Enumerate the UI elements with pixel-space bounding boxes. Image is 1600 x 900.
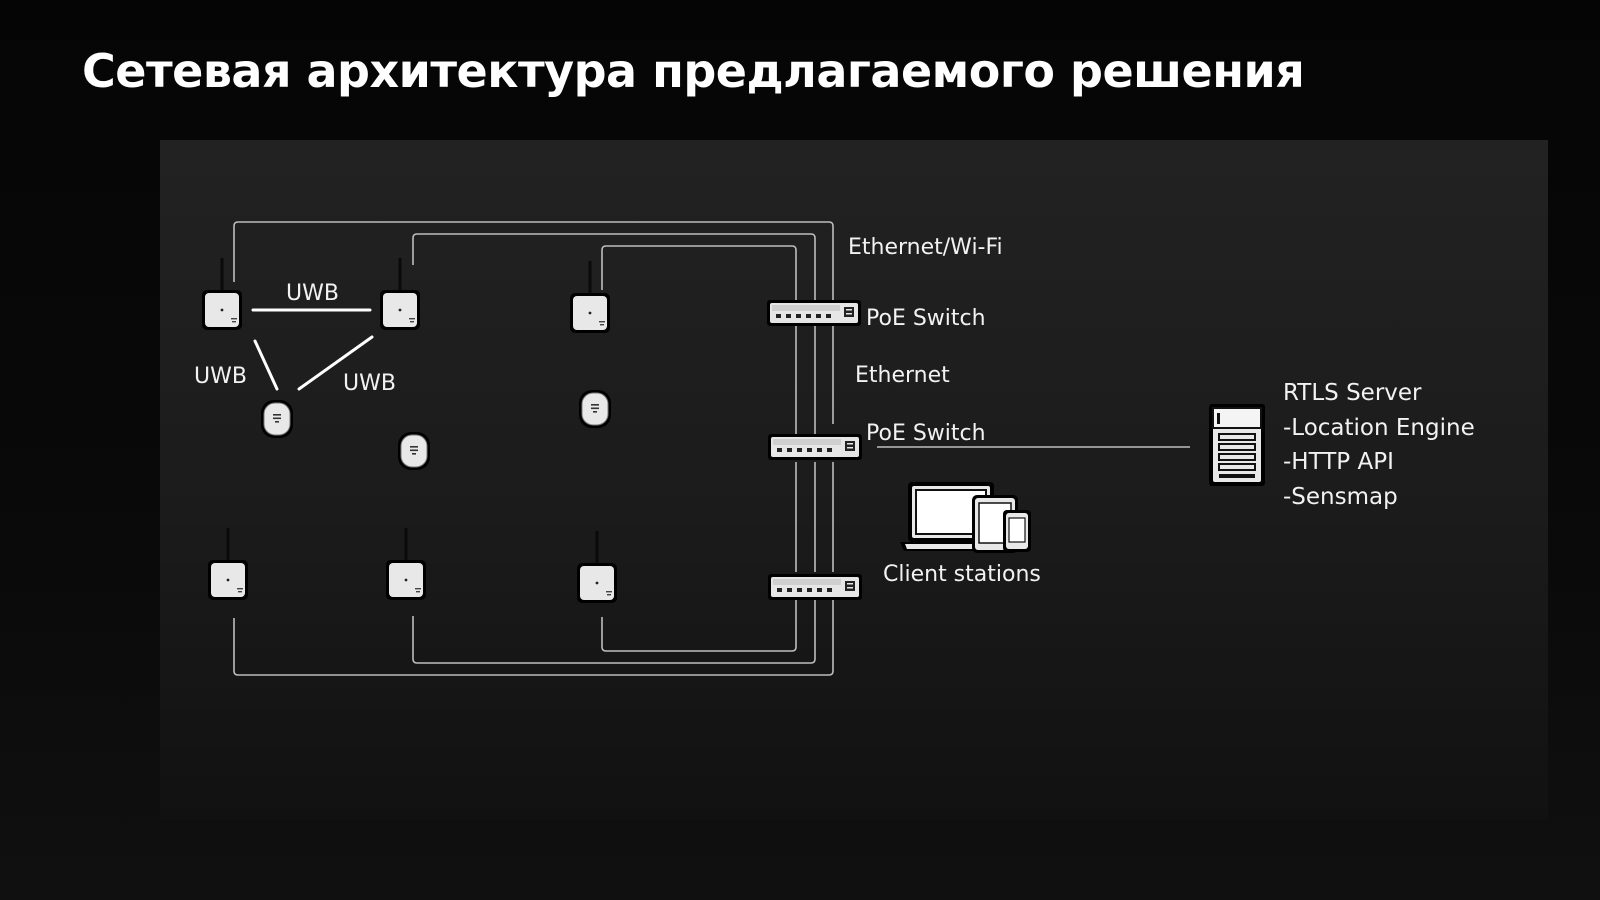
uwb-label-right: UWB (343, 371, 396, 396)
cable-inner-bottom (601, 600, 797, 652)
uwb-anchor-icon (380, 258, 420, 330)
cable-middle-bottom (412, 600, 816, 664)
uwb-anchor-icon (202, 258, 242, 330)
client-stations-label: Client stations (883, 562, 1041, 587)
uwb-link-left (253, 339, 279, 391)
uwb-links (251, 308, 374, 391)
cable-middle-top (412, 233, 816, 306)
cable-outer-top (233, 221, 834, 424)
uwb-tag-icon (397, 431, 431, 471)
laptop-tablet-phone-icon (900, 482, 1031, 553)
ethernet-label: Ethernet (855, 363, 950, 388)
poe-switch-icon (767, 300, 861, 326)
uwb-tag-icon (260, 399, 294, 439)
server-title-label: RTLS Server (1283, 380, 1422, 406)
poe-switch-icon (768, 574, 862, 600)
uwb-anchor-icon (208, 528, 248, 600)
uwb-label-top: UWB (286, 281, 339, 306)
uwb-anchor-icon (570, 261, 610, 333)
uwb-tag-icon (578, 389, 612, 429)
uwb-link-right (297, 335, 374, 391)
slide-title: Сетевая архитектура предлагаемого решени… (82, 44, 1305, 98)
diagram-panel (160, 140, 1548, 820)
uwb-anchor-icon (386, 528, 426, 600)
ethernet-wifi-label: Ethernet/Wi-Fi (848, 235, 1003, 260)
uwb-label-left: UWB (194, 364, 247, 389)
poe-switch-label-2: PoE Switch (866, 421, 986, 446)
poe-switch-icon (768, 434, 862, 460)
uwb-anchor-icon (577, 531, 617, 603)
cable-outer-bottom (233, 600, 834, 676)
server-rack-icon (1209, 404, 1265, 486)
poe-switch-label-1: PoE Switch (866, 306, 986, 331)
cable-inner-top (601, 245, 797, 306)
server-sensmap-label: -Sensmap (1283, 484, 1398, 510)
server-location-engine-label: -Location Engine (1283, 415, 1475, 441)
cable-lines (233, 221, 1190, 676)
server-http-api-label: -HTTP API (1283, 449, 1394, 475)
